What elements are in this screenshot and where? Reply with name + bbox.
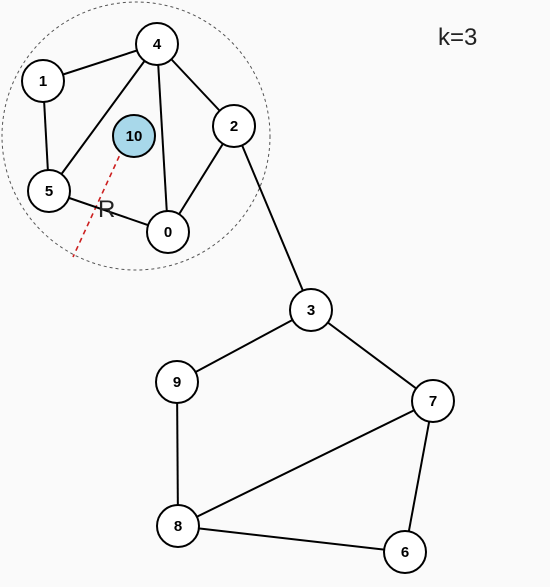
node-circle bbox=[289, 288, 333, 332]
node-circle bbox=[383, 530, 427, 574]
node-label: 6 bbox=[401, 544, 409, 561]
node-8: 8 bbox=[156, 504, 200, 548]
edge-4-5 bbox=[48, 43, 158, 192]
query-node: 10 bbox=[112, 114, 156, 158]
node-circle bbox=[146, 210, 190, 254]
node-3: 3 bbox=[289, 288, 333, 332]
node-label: 5 bbox=[45, 183, 53, 200]
node-2: 2 bbox=[212, 104, 256, 148]
node-circle bbox=[411, 379, 455, 423]
node-label: 3 bbox=[307, 302, 315, 319]
node-label: 4 bbox=[153, 36, 162, 53]
node-circle bbox=[212, 104, 256, 148]
node-label: 10 bbox=[126, 128, 143, 145]
node-6: 6 bbox=[383, 530, 427, 574]
edges-group bbox=[42, 43, 434, 553]
node-0: 0 bbox=[146, 210, 190, 254]
node-circle bbox=[21, 59, 65, 103]
node-label: 1 bbox=[39, 73, 47, 90]
edge-9-8 bbox=[176, 381, 179, 527]
node-4: 4 bbox=[135, 22, 179, 66]
node-circle bbox=[27, 169, 71, 213]
node-circle bbox=[135, 22, 179, 66]
nodes-group: 0 1 2 3 4 5 6 7 8 9 10 bbox=[21, 22, 455, 574]
search-radius-circle bbox=[1, 1, 271, 271]
node-circle bbox=[155, 360, 199, 404]
radius-line bbox=[72, 147, 124, 258]
edge-3-9 bbox=[176, 309, 312, 383]
node-5: 5 bbox=[27, 169, 71, 213]
node-circle bbox=[112, 114, 156, 158]
edge-8-6 bbox=[177, 525, 406, 553]
node-label: 8 bbox=[174, 518, 182, 535]
edge-3-7 bbox=[310, 309, 434, 402]
node-1: 1 bbox=[21, 59, 65, 103]
node-label: 9 bbox=[173, 374, 181, 391]
node-7: 7 bbox=[411, 379, 455, 423]
node-label: 0 bbox=[164, 224, 172, 241]
edge-8-7 bbox=[177, 400, 434, 527]
node-9: 9 bbox=[155, 360, 199, 404]
edge-4-0 bbox=[156, 43, 169, 233]
k-label: k=3 bbox=[438, 24, 478, 51]
node-label: 7 bbox=[429, 393, 437, 410]
node-circle bbox=[156, 504, 200, 548]
edge-2-3 bbox=[233, 125, 312, 311]
node-label: 2 bbox=[230, 118, 238, 135]
radius-label: R bbox=[98, 196, 116, 223]
edge-7-6 bbox=[404, 400, 434, 553]
